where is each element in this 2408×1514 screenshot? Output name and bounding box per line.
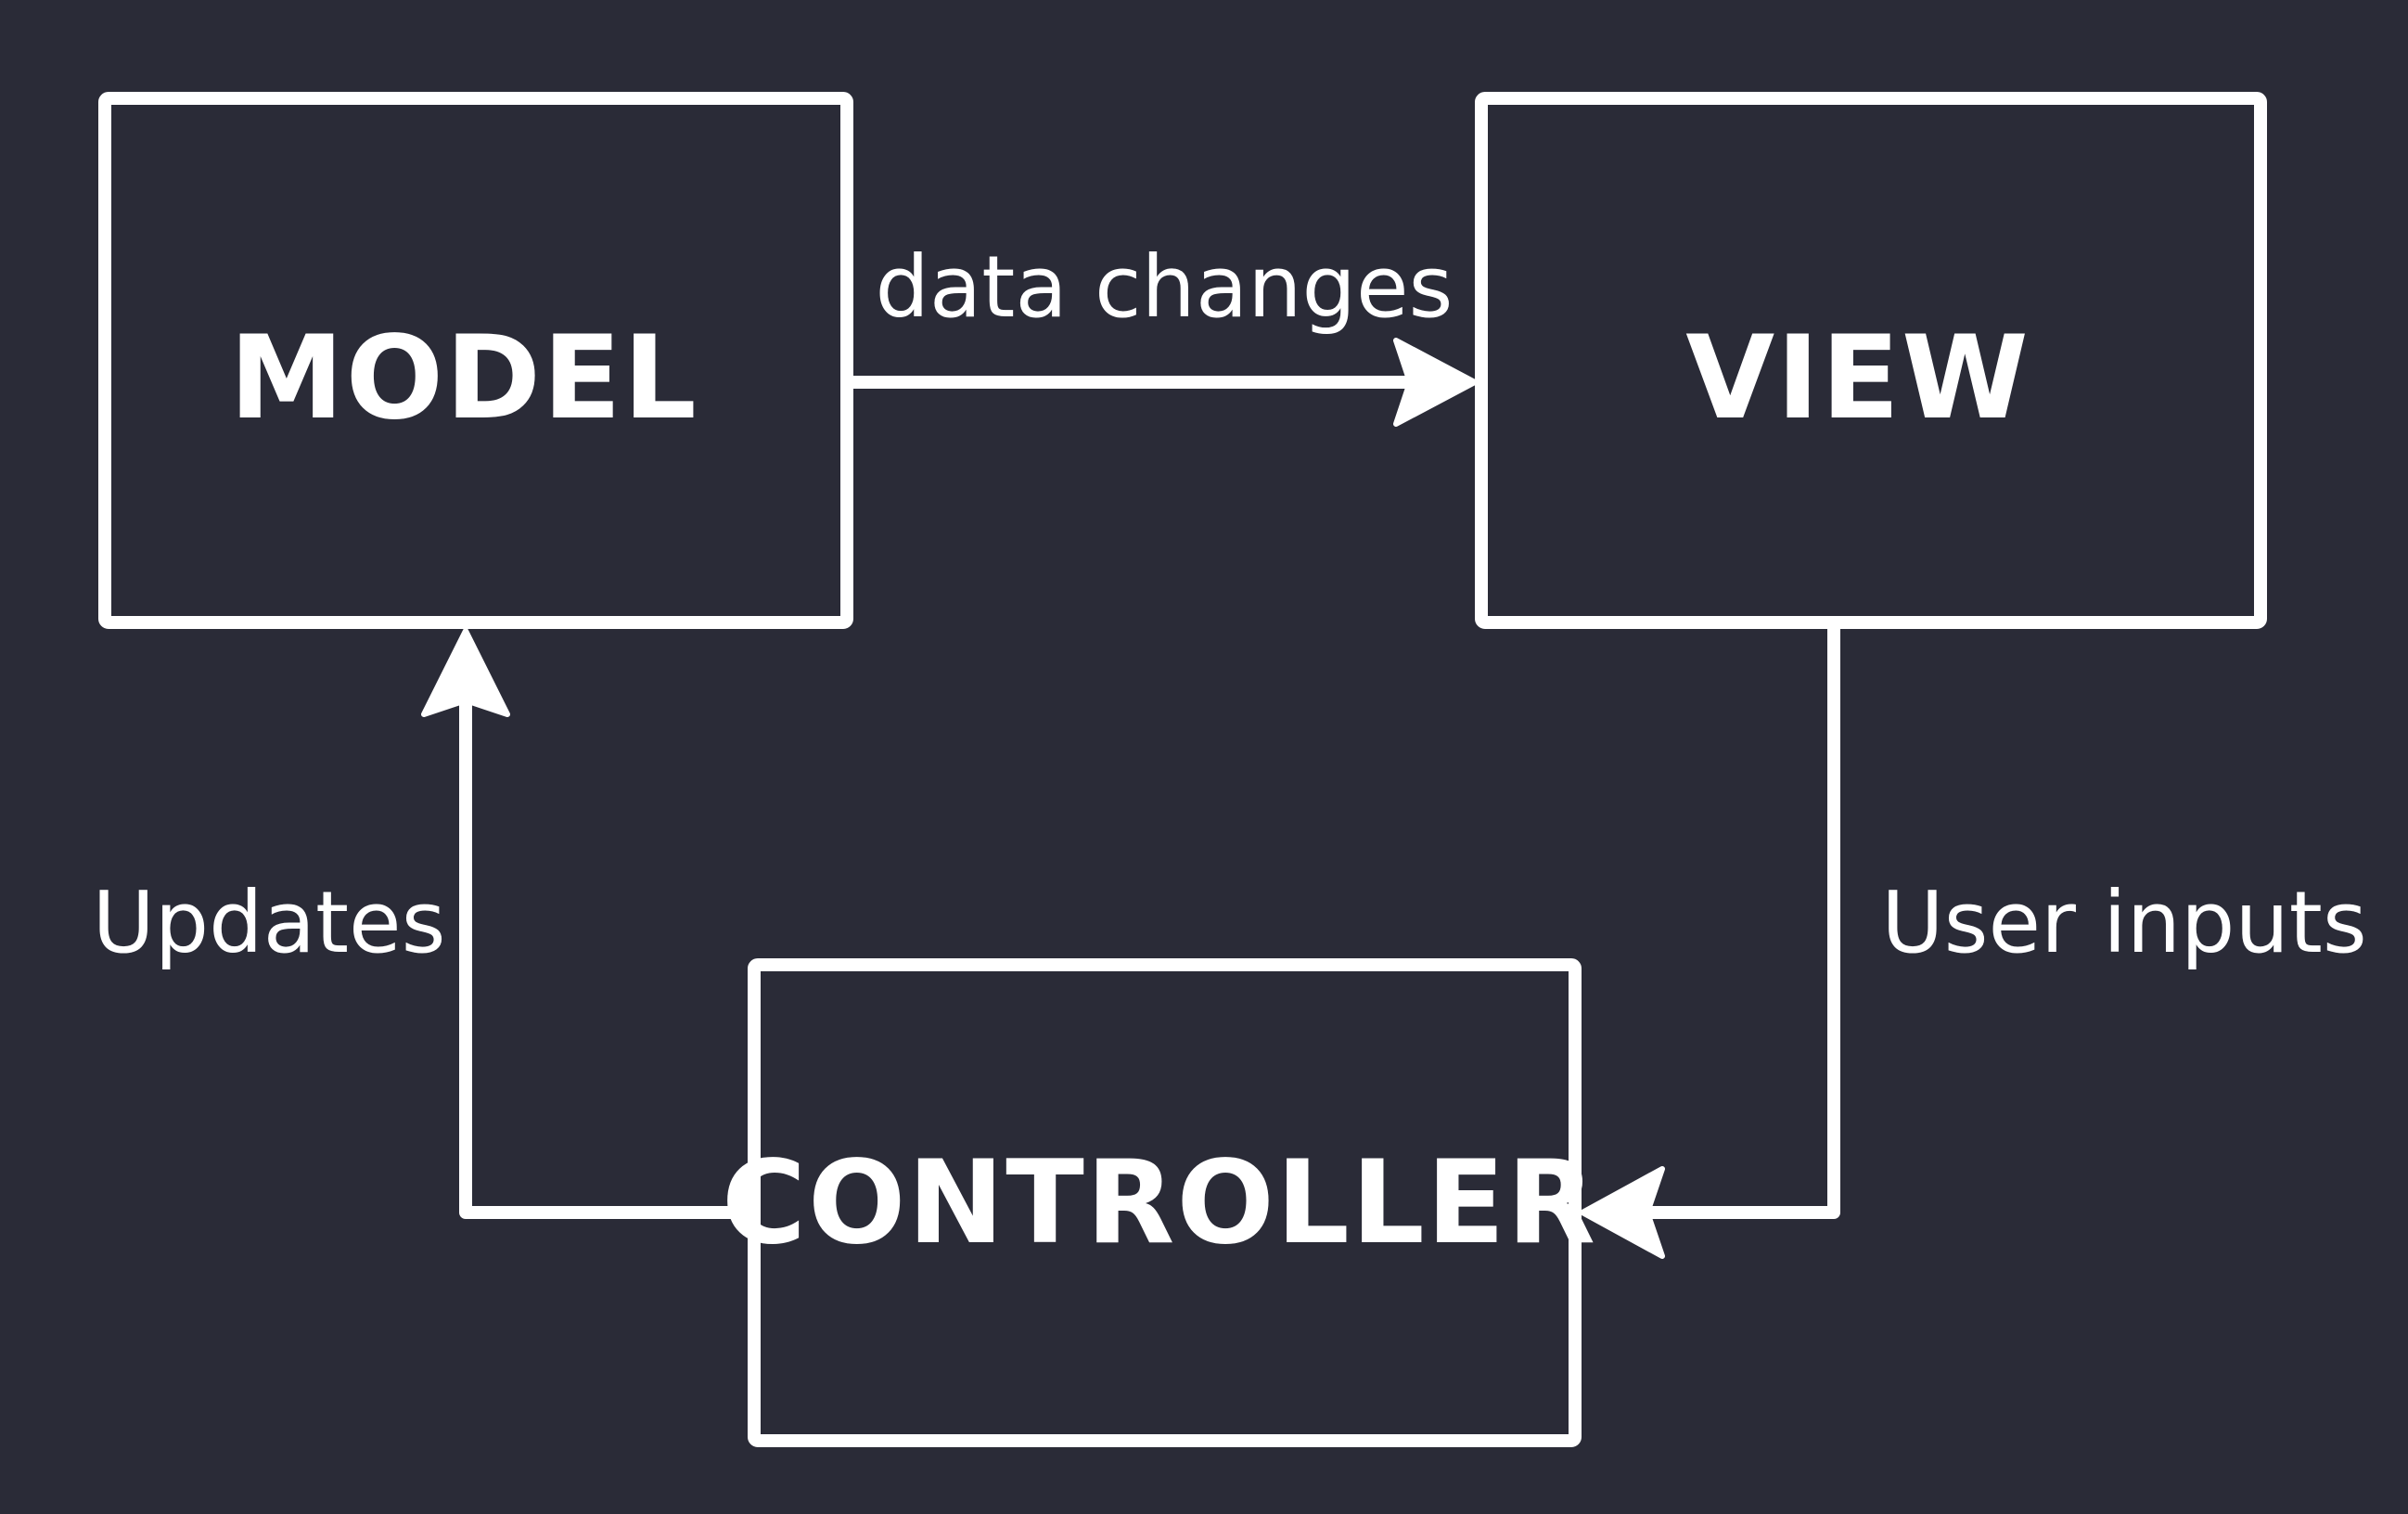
controller-label: CONTROLLER xyxy=(722,1136,1597,1270)
data-changes-label: data changes xyxy=(875,237,1454,337)
view-to-controller-connector xyxy=(1645,622,1840,1219)
view-to-controller-arrowhead xyxy=(1580,1166,1665,1259)
controller-box xyxy=(748,958,1582,1447)
view-box xyxy=(1475,92,2267,629)
view-label: VIEW xyxy=(1685,312,2030,445)
model-to-view-arrowhead xyxy=(1393,338,1478,427)
controller-to-model-connector xyxy=(459,699,754,1219)
user-inputs-label: User inputs xyxy=(1881,873,2367,972)
controller-to-model-arrowhead xyxy=(421,628,510,717)
model-box xyxy=(98,92,853,629)
model-label: MODEL xyxy=(229,312,698,445)
updates-label: Updates xyxy=(92,873,446,972)
